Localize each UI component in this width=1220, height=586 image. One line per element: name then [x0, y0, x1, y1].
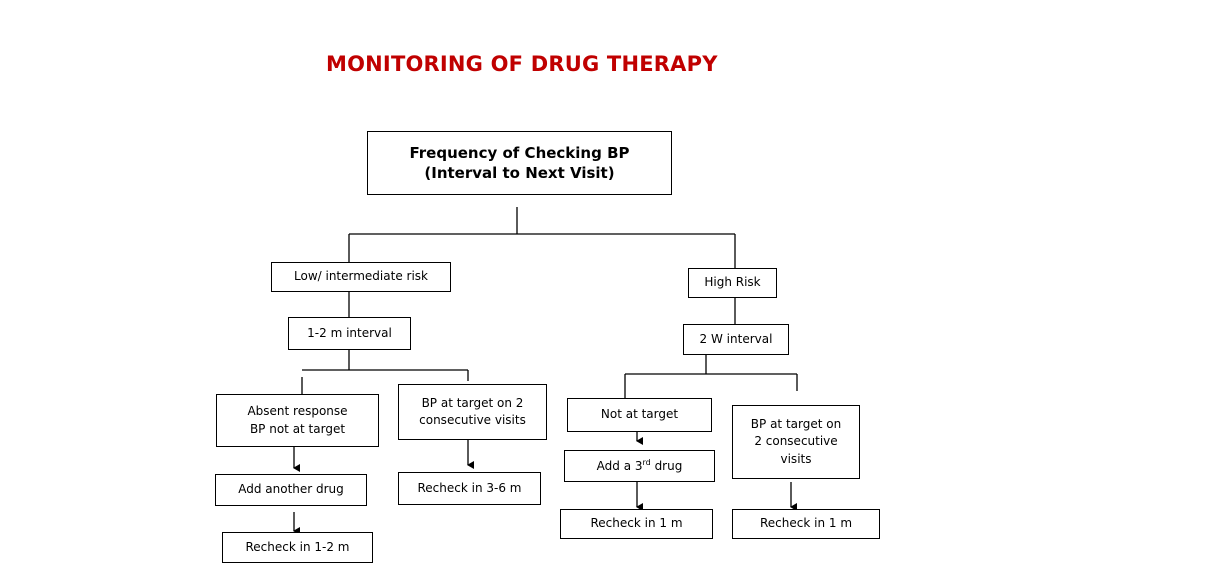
recheck-high-a-label: Recheck in 1 m [590, 516, 683, 531]
absent-response-line2: BP not at target [249, 421, 346, 436]
absent-response-node: Absent response BP not at target [216, 394, 379, 447]
not-at-target-label: Not at target [600, 407, 679, 422]
recheck-high-a-node: Recheck in 1 m [560, 509, 713, 539]
high-at-target-line1: BP at target on [750, 416, 842, 431]
low-risk-label: Low/ intermediate risk [294, 269, 428, 284]
root-node-line2: (Interval to Next Visit) [424, 164, 615, 182]
low-interval-label: 1-2 m interval [307, 325, 392, 340]
low-risk-node: Low/ intermediate risk [271, 262, 451, 292]
low-at-target-line1: BP at target on 2 [421, 395, 524, 410]
add-third-sup: rd [642, 457, 651, 467]
recheck-low-a-label: Recheck in 1-2 m [245, 539, 350, 554]
add-third-drug-label: Add a 3rd drug [597, 457, 683, 475]
not-at-target-node: Not at target [567, 398, 712, 432]
recheck-low-b-label: Recheck in 3-6 m [417, 480, 522, 495]
root-node: Frequency of Checking BP (Interval to Ne… [367, 131, 672, 195]
recheck-low-a-node: Recheck in 1-2 m [222, 532, 373, 563]
recheck-low-b-node: Recheck in 3-6 m [398, 472, 541, 505]
low-at-target-line2: consecutive visits [419, 413, 526, 427]
add-another-drug-node: Add another drug [215, 474, 367, 506]
low-at-target-node: BP at target on 2 consecutive visits [398, 384, 547, 440]
add-another-drug-label: Add another drug [238, 482, 344, 497]
recheck-high-b-label: Recheck in 1 m [759, 516, 853, 531]
add-third-drug-node: Add a 3rd drug [564, 450, 715, 482]
diagram-title: MONITORING OF DRUG THERAPY [326, 52, 718, 76]
low-interval-node: 1-2 m interval [288, 317, 411, 350]
add-third-prefix: Add a 3 [596, 458, 643, 473]
recheck-high-b-node: Recheck in 1 m [732, 509, 880, 539]
absent-response-line1: Absent response [247, 404, 348, 419]
high-at-target-node: BP at target on 2 consecutive visits [732, 405, 860, 479]
high-at-target-line3: visits [780, 451, 812, 466]
high-at-target-line2: 2 consecutive [754, 434, 838, 449]
high-risk-node: High Risk [688, 268, 777, 298]
high-interval-node: 2 W interval [683, 324, 789, 355]
add-third-suffix: drug [650, 458, 683, 473]
root-node-line1: Frequency of Checking BP [409, 143, 630, 162]
high-interval-label: 2 W interval [699, 331, 773, 346]
high-risk-label: High Risk [704, 275, 761, 290]
